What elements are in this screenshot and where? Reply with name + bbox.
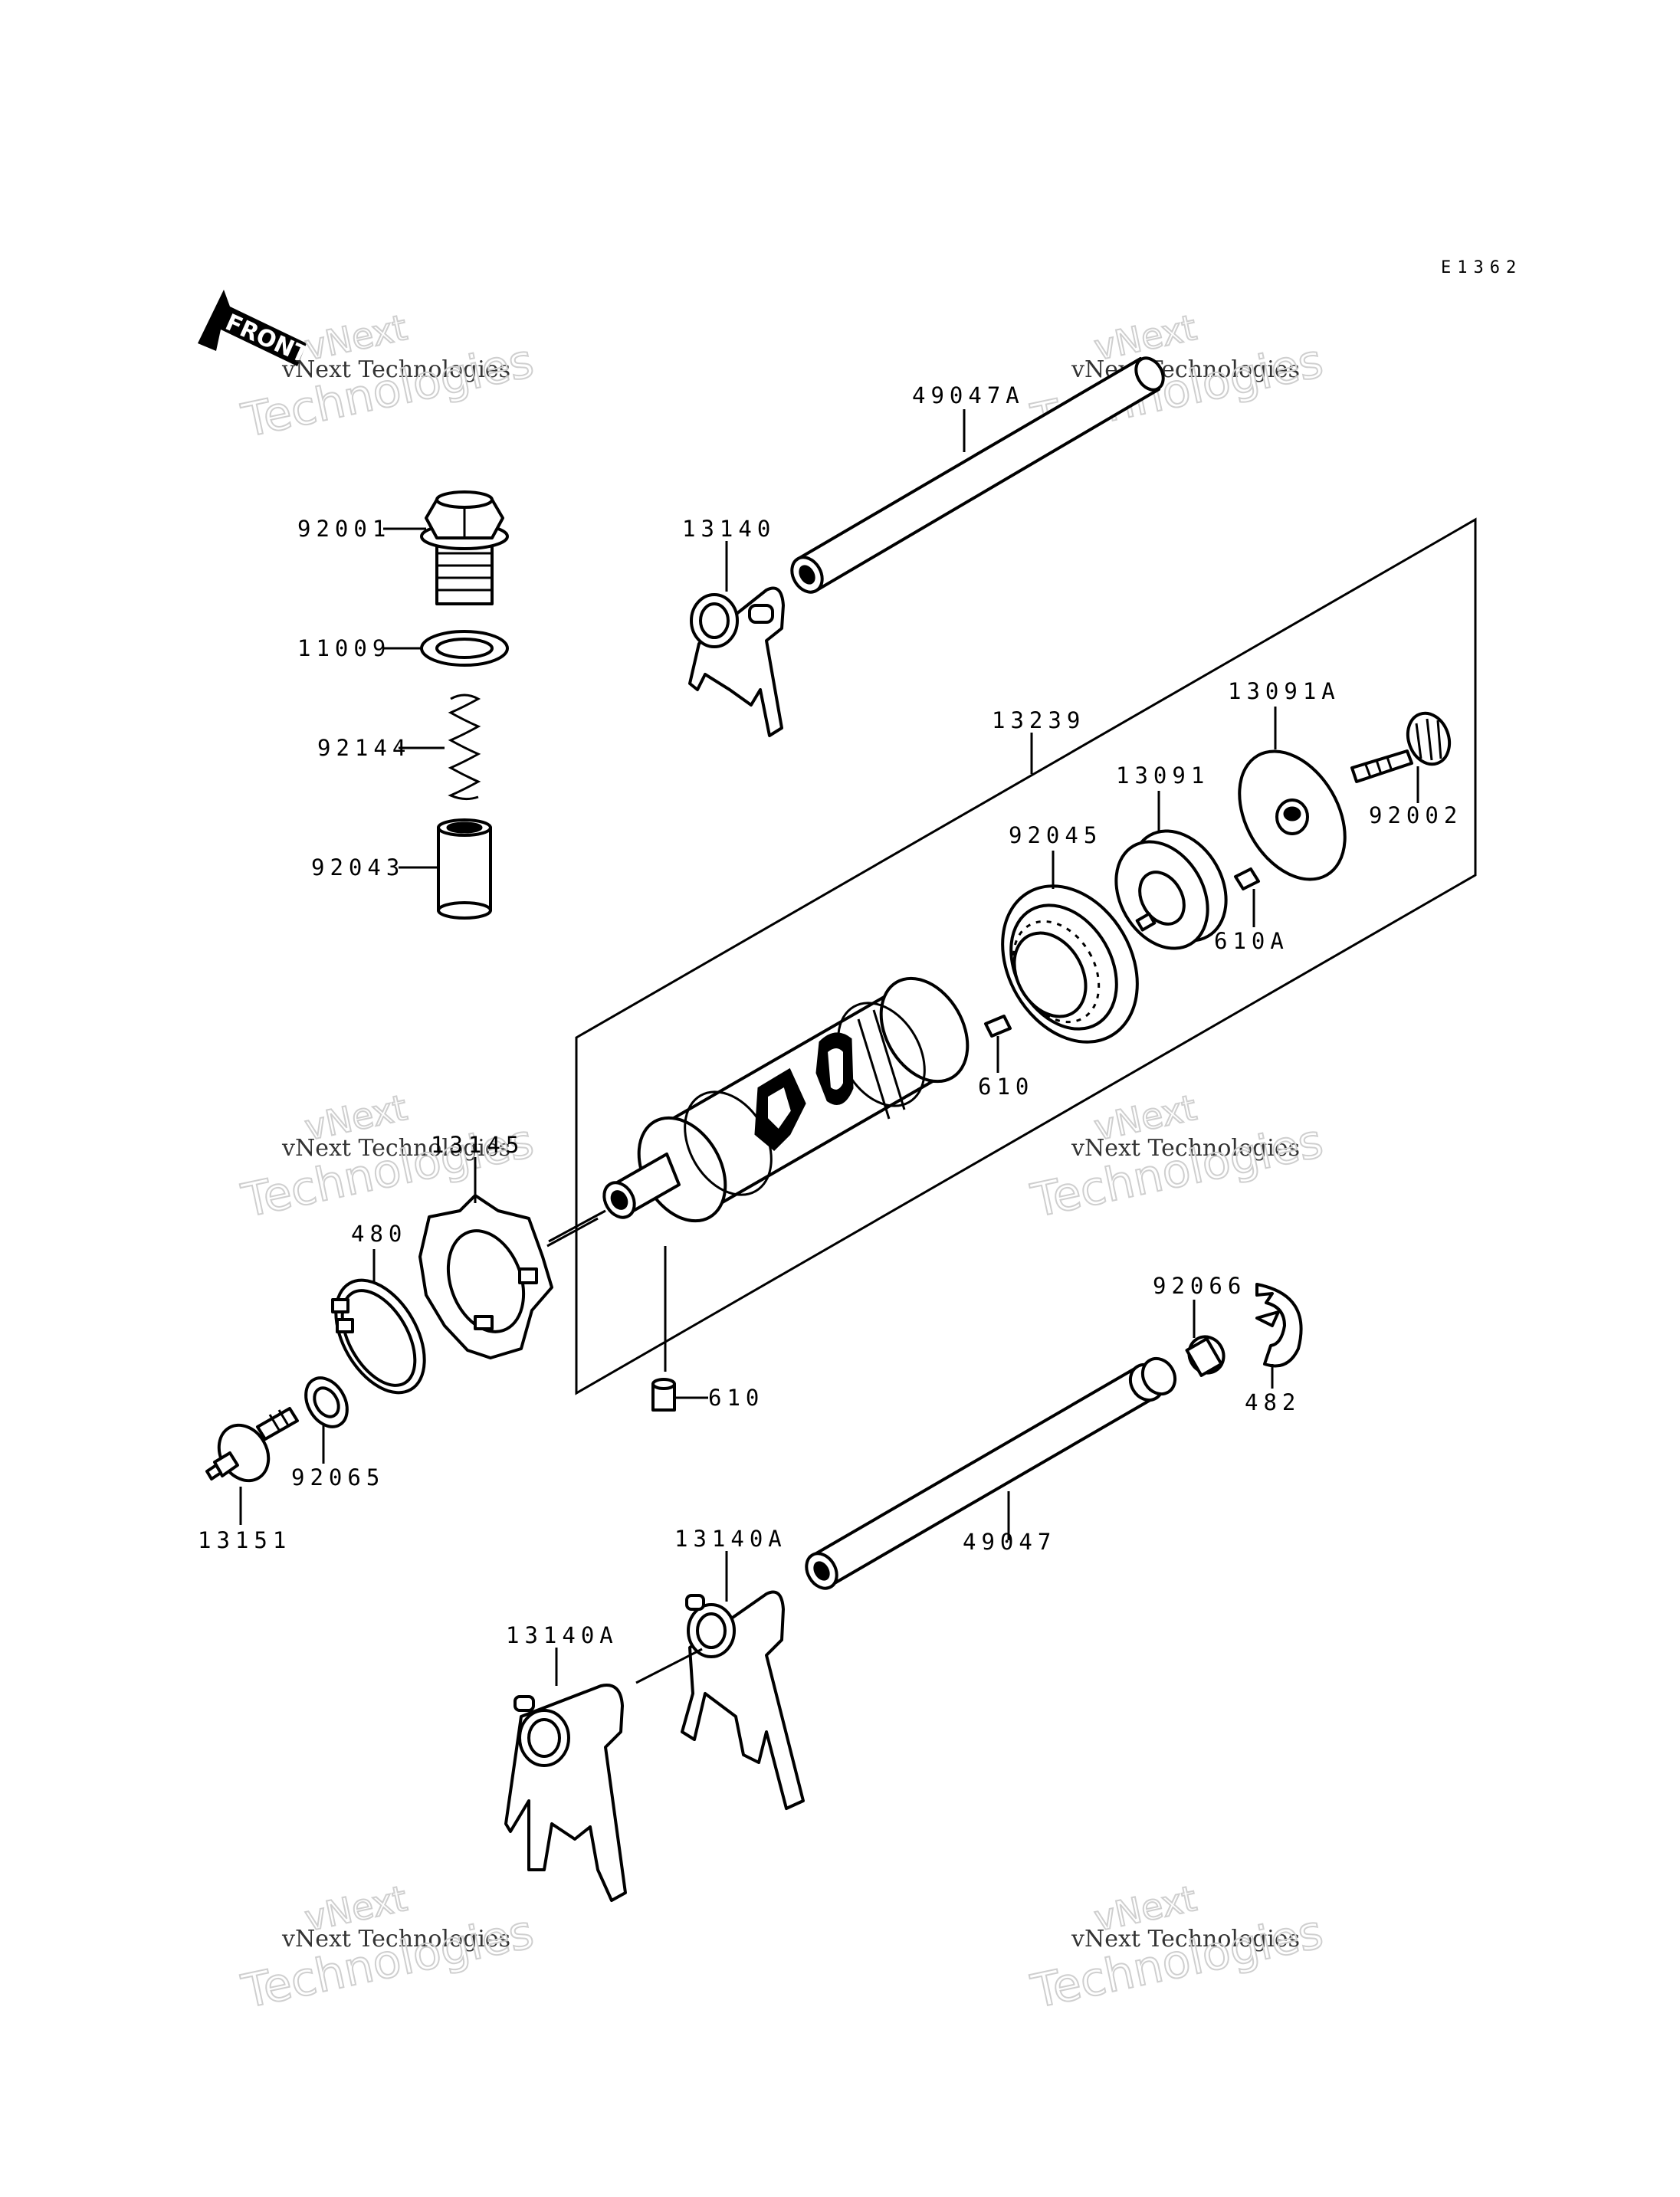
part-13140-shift-fork <box>688 586 785 737</box>
label-92066: 92066 <box>1153 1273 1246 1299</box>
part-92066-collar <box>1185 1335 1226 1377</box>
label-13151: 13151 <box>198 1527 291 1553</box>
label-13091A: 13091A <box>1228 678 1340 704</box>
part-13091A-plate <box>1238 749 1347 881</box>
label-11009: 11009 <box>297 635 391 661</box>
part-92001-bolt <box>420 490 509 605</box>
label-610-lower: 610 <box>708 1385 764 1411</box>
svg-text:vNext Technologies: vNext Technologies <box>1071 1135 1300 1162</box>
part-482-e-clip <box>1255 1283 1303 1368</box>
label-610A: 610A <box>1214 928 1289 954</box>
label-92043: 92043 <box>311 854 405 880</box>
label-482: 482 <box>1245 1389 1301 1415</box>
part-13091-holder <box>1114 829 1228 950</box>
label-13140A-right: 13140A <box>674 1526 787 1552</box>
part-13239-shift-drum <box>602 976 970 1223</box>
part-610-pin-upper <box>984 1015 1012 1038</box>
part-92002-bolt <box>1350 711 1452 783</box>
label-49047: 49047 <box>963 1529 1056 1555</box>
part-480-circlip <box>331 1278 426 1395</box>
svg-text:vNext Technologies: vNext Technologies <box>1071 1926 1300 1953</box>
label-13140: 13140 <box>682 516 776 542</box>
svg-text:vNext Technologies: vNext Technologies <box>281 1135 510 1162</box>
part-13145-cam-plate <box>418 1194 553 1359</box>
part-11009-washer <box>420 630 509 667</box>
label-480: 480 <box>351 1221 407 1247</box>
part-13140A-shift-fork-right <box>681 1590 805 1810</box>
label-13239: 13239 <box>992 707 1085 733</box>
label-13140A-left: 13140A <box>506 1622 619 1648</box>
label-92144: 92144 <box>317 735 411 761</box>
label-610-upper: 610 <box>978 1074 1034 1100</box>
label-49047A: 49047A <box>912 382 1025 408</box>
label-13145: 13145 <box>431 1132 524 1158</box>
watermark-bottom-right: vNext vNext Technologies Technologies <box>1026 1877 1329 2020</box>
label-13091: 13091 <box>1116 762 1209 789</box>
svg-text:vNext Technologies: vNext Technologies <box>281 1926 510 1953</box>
part-49047A-shaft <box>790 356 1165 594</box>
part-92045-bearing <box>1001 884 1139 1044</box>
part-610-pin-lower <box>651 1378 676 1412</box>
label-92002: 92002 <box>1369 802 1462 828</box>
part-49047-shaft <box>805 1356 1177 1590</box>
assembly-frame <box>575 517 1477 1395</box>
label-92065: 92065 <box>291 1464 385 1490</box>
part-92043-sleeve <box>437 818 492 920</box>
svg-text:vNext Technologies: vNext Technologies <box>281 356 510 383</box>
label-92045: 92045 <box>1009 822 1102 848</box>
part-13140A-shift-fork-left <box>504 1684 627 1902</box>
watermark-top-left: vNext vNext Technologies Technologies <box>237 306 540 449</box>
diagram-code: E1362 <box>1441 258 1522 277</box>
watermark-bottom-left: vNext vNext Technologies Technologies <box>237 1877 540 2020</box>
label-92001: 92001 <box>297 516 391 542</box>
part-92065-washer <box>304 1376 349 1428</box>
part-92144-spring <box>448 694 481 801</box>
part-13151-switch <box>205 1407 299 1483</box>
part-610A-pin <box>1234 867 1260 890</box>
